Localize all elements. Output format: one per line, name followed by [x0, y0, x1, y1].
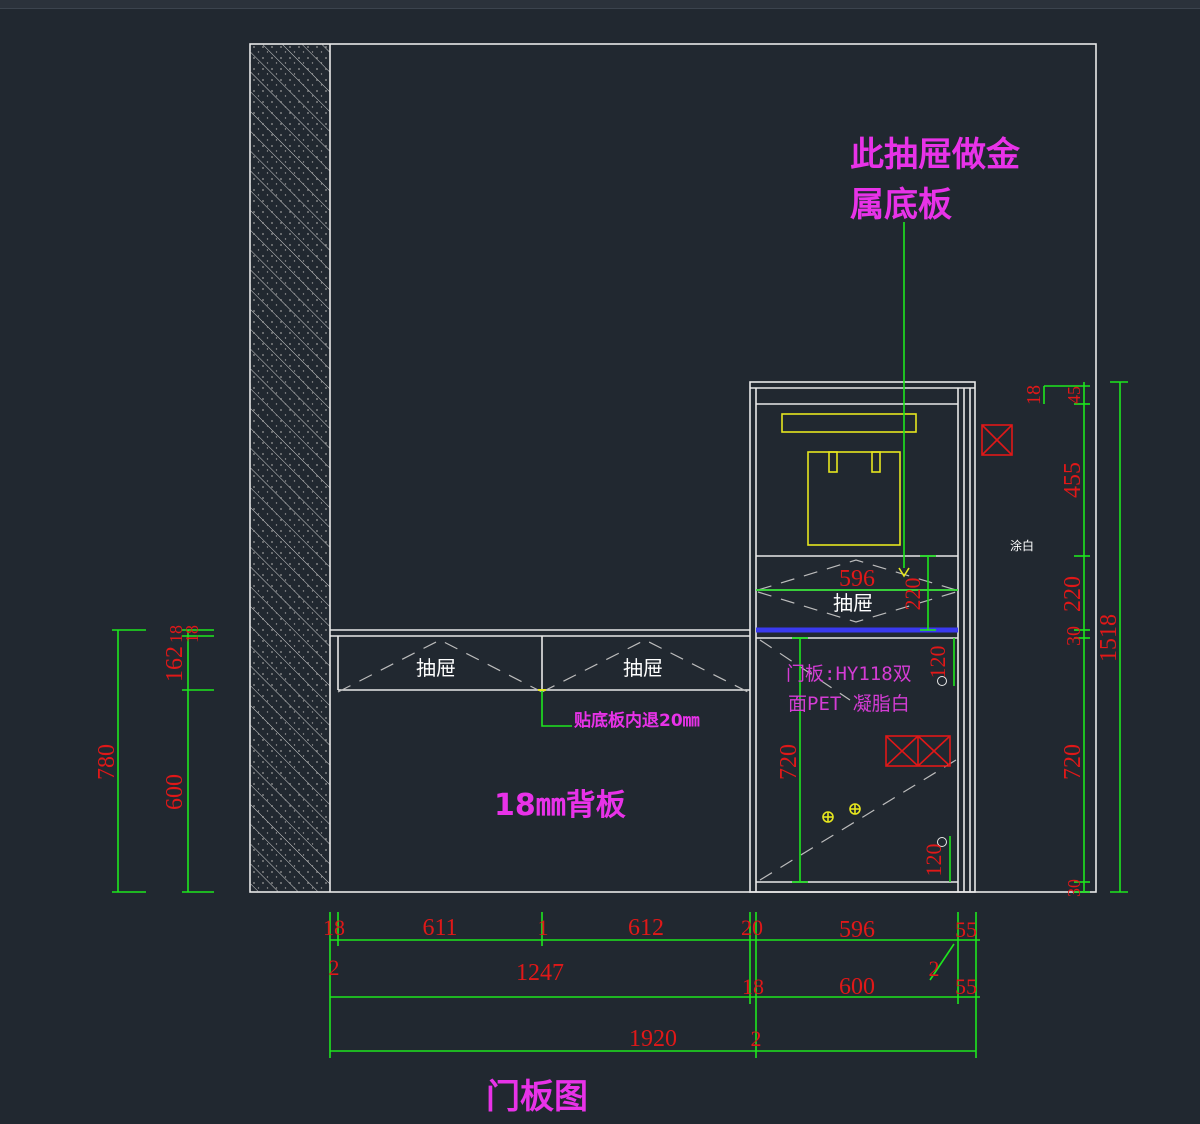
- dim-b2-600: 600: [839, 974, 875, 1000]
- dim-inner-120a: 120: [925, 646, 950, 679]
- left-dimension-chain: [112, 629, 214, 893]
- dim-inner-220: 220: [900, 578, 925, 611]
- note-metal-bottom-line2: 属底板: [850, 185, 952, 225]
- dim-b1-1: 1: [538, 915, 549, 940]
- right-dimension-chain: [1043, 381, 1128, 893]
- dim-b3-1920: 1920: [629, 1026, 677, 1052]
- door-diagram-title: 门板图: [486, 1077, 588, 1117]
- leader-lines: [538, 222, 910, 727]
- dim-right-455: 455: [1060, 462, 1086, 498]
- drawer-label-1: 抽屉: [416, 656, 456, 680]
- dim-b2-2: 2: [329, 955, 340, 980]
- dim-left-162: 162: [162, 646, 188, 682]
- dim-inner-720: 720: [776, 744, 802, 780]
- dim-right-45: 45: [1064, 386, 1084, 404]
- hatched-wall: [250, 44, 331, 892]
- dim-inner-120b: 120: [921, 844, 946, 877]
- dim-b1-611: 611: [422, 915, 457, 941]
- dim-b1-596: 596: [839, 917, 875, 943]
- dim-b1-18: 18: [323, 915, 345, 940]
- dim-b1-20: 20: [741, 915, 763, 940]
- dim-left-600: 600: [162, 774, 188, 810]
- dim-inner-596: 596: [839, 566, 875, 592]
- dim-right-30b: 30: [1064, 879, 1084, 897]
- dim-b1-612: 612: [628, 915, 664, 941]
- dim-b1-55: 55: [955, 917, 977, 942]
- note-door-material-line2: 面PET 凝脂白: [788, 693, 910, 715]
- socket-symbols: [822, 803, 861, 823]
- dim-right-720: 720: [1060, 744, 1086, 780]
- appliance-outline: [781, 413, 917, 546]
- window-top-bar: [0, 0, 1200, 9]
- dim-left-780: 780: [94, 744, 120, 780]
- dim-b3-2: 2: [751, 1026, 762, 1051]
- dim-b2-55: 55: [955, 974, 977, 999]
- dim-right-18: 18: [1023, 385, 1045, 405]
- dim-right-30a: 30: [1063, 626, 1085, 646]
- drawer-label-2: 抽屉: [623, 656, 663, 680]
- dim-left-18: 18: [166, 625, 186, 643]
- dim-b2-2b: 2: [929, 956, 940, 981]
- dim-b2-18: 18: [742, 974, 764, 999]
- dim-b2-1247: 1247: [516, 960, 564, 986]
- dim-right-220: 220: [1060, 576, 1086, 612]
- note-metal-bottom-line1: 此抽屉做金: [850, 135, 1021, 175]
- note-recess: 贴底板内退20㎜: [574, 710, 700, 731]
- dim-left-18b: 18: [182, 625, 202, 643]
- low-drawer-cabinet: [330, 629, 750, 693]
- bottom-dimension-chains: [329, 912, 980, 1058]
- drawer-label-3: 抽屉: [833, 591, 873, 615]
- tall-cabinet: [749, 381, 976, 893]
- dim-right-1518: 1518: [1096, 614, 1122, 662]
- note-door-material-line1: 门板:HY118双: [786, 663, 912, 685]
- inner-dimensions: [756, 555, 958, 883]
- red-markers: [885, 424, 1013, 767]
- note-back-panel: 18㎜背板: [494, 788, 626, 823]
- note-paint-white: 涂白: [1010, 538, 1034, 553]
